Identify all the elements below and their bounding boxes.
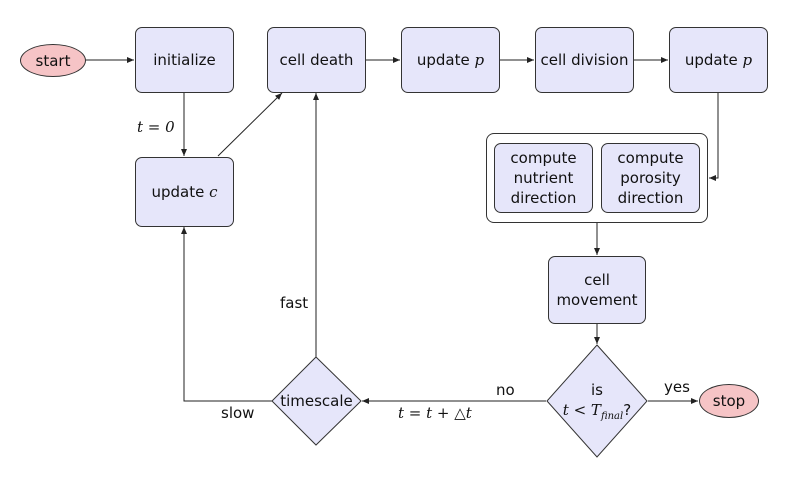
compute-nutrient-box: compute nutrient direction [494,143,593,213]
update-p-box-2: update p [669,27,768,93]
no-label: no [496,381,515,399]
arrow-update-p-compute-group [709,93,719,181]
compute-porosity-box: compute porosity direction [601,143,700,213]
arrow-update-c-cell-death [217,92,283,157]
update-p-label-1: update p [416,51,485,69]
start-label: start [35,51,71,70]
cell-division-box: cell division [535,27,634,93]
stop-label: stop [712,392,746,410]
cell-death-box: cell death [267,27,366,93]
cell-movement-box: cell movement [548,256,646,324]
fast-label: fast [280,294,309,312]
timescale-label: timescale [280,392,353,410]
cell-movement-label: cell movement [556,271,638,309]
t-zero-label: t = 0 [137,118,175,136]
arrow-timescale-update-c [181,227,272,402]
time-update-label: t = t + △t [398,404,472,422]
yes-label: yes [664,378,690,396]
initialize-box: initialize [135,27,234,93]
timescale-diamond-shape [271,356,362,446]
cell-division-label: cell division [540,51,629,69]
update-p-box-1: update p [401,27,500,93]
slow-label: slow [221,404,255,422]
initialize-label: initialize [153,51,216,69]
update-p-label-2: update p [684,51,753,69]
cell-death-label: cell death [279,51,354,69]
decision-diamond-shape [546,344,648,458]
compute-nutrient-label: compute nutrient direction [510,149,577,207]
start-node: start [20,44,86,77]
decision-label: is t < Tfinal? [562,381,632,422]
compute-porosity-label: compute porosity direction [617,149,684,207]
update-c-label: update c [151,183,218,201]
stop-node: stop [699,384,759,418]
update-c-box: update c [135,157,234,227]
